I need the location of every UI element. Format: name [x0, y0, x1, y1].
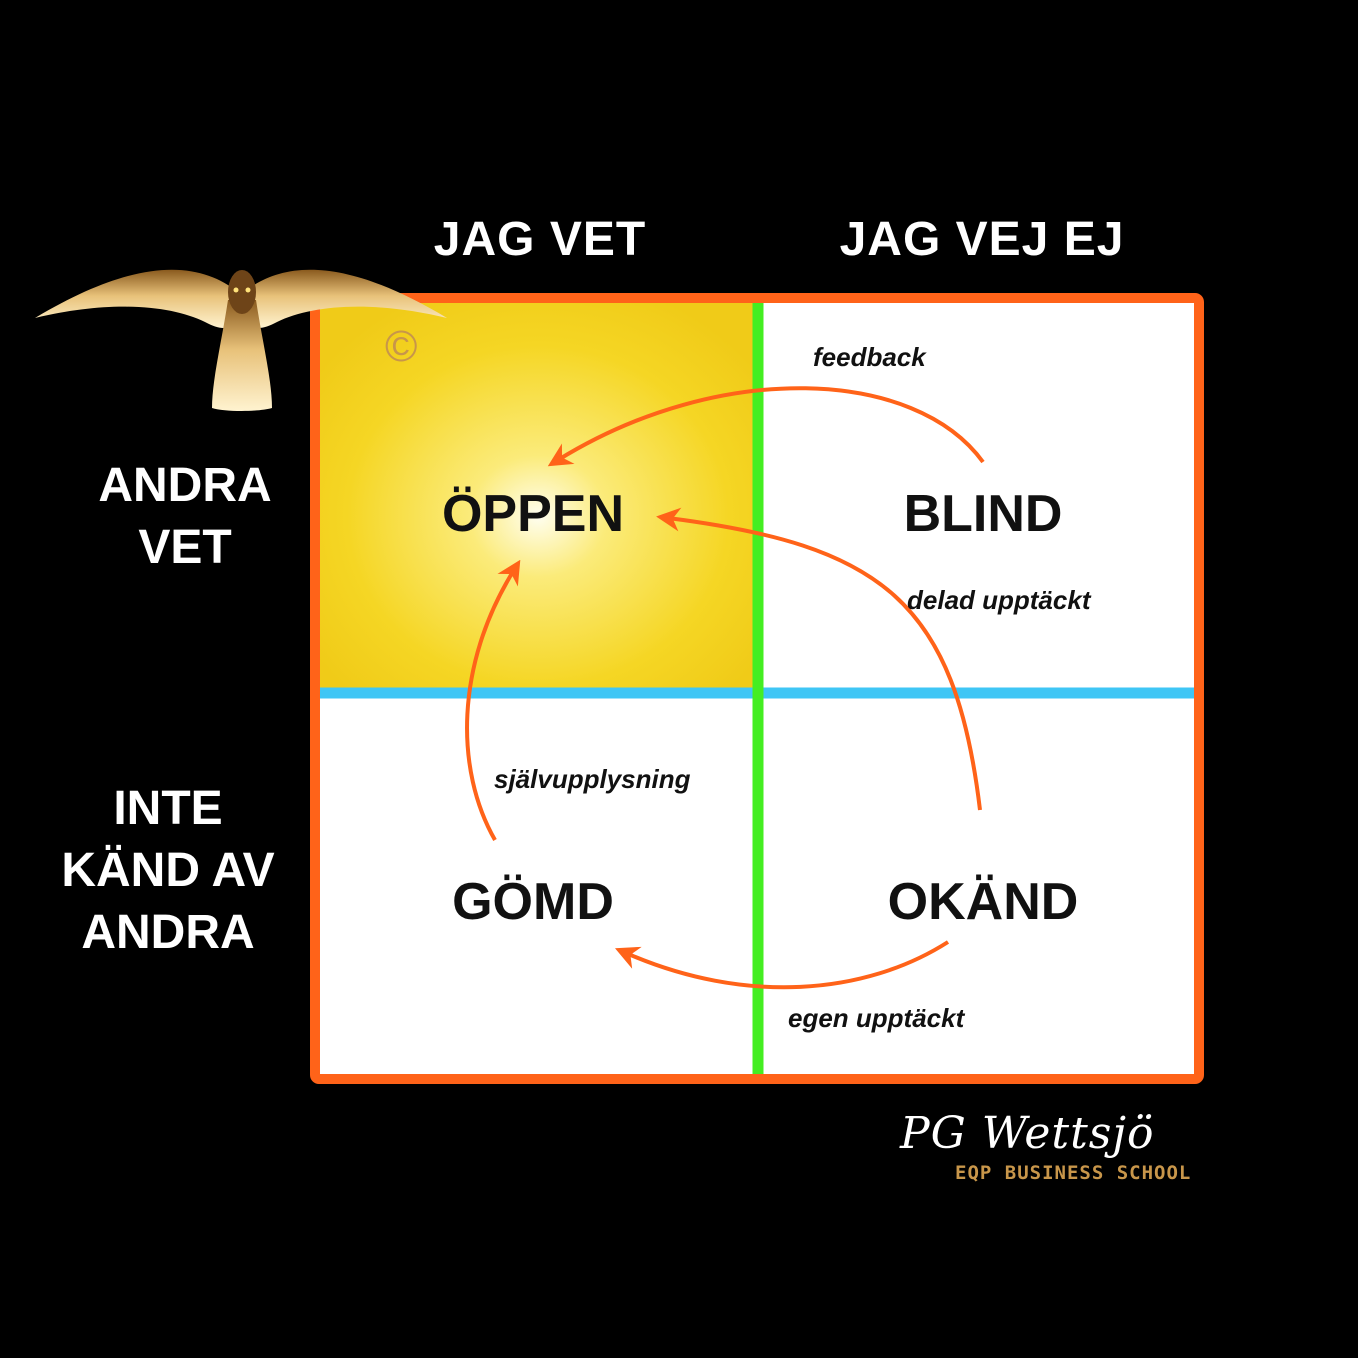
column-header-i-dont-know: JAG VEJ EJ: [839, 213, 1125, 266]
quadrant-open-fill: [318, 300, 758, 693]
label-self-disclosure: självupplysning: [494, 764, 691, 794]
arrow-shared-discovery: [656, 507, 982, 811]
row-header-others-know: ANDRA VET: [60, 455, 310, 579]
column-header-i-know: JAG VET: [433, 213, 647, 266]
row-header-unknown-to-others: INTE KÄND AV ANDRA: [28, 778, 308, 964]
copyright-symbol: ©: [385, 322, 418, 371]
school-name: EQP BUSINESS SCHOOL: [955, 1162, 1192, 1184]
row-header-unknown-line-2: KÄND AV: [61, 844, 275, 897]
arrow-feedback: [547, 386, 985, 467]
quadrant-unknown-fill: [758, 693, 1196, 1076]
quadrant-blind-label: BLIND: [903, 485, 1063, 543]
row-header-unknown-line-3: ANDRA: [81, 906, 255, 959]
label-shared-discovery: delad upptäckt: [907, 585, 1091, 615]
eagle-logo-icon: [35, 269, 447, 411]
window-frame: [310, 293, 1204, 1084]
quadrant-open-label: ÖPPEN: [441, 485, 625, 543]
quadrant-hidden-label: GÖMD: [452, 873, 614, 931]
row-header-others-know-line-1: ANDRA: [98, 459, 272, 512]
quadrant-blind-fill: [758, 300, 1196, 693]
arrow-self-discovery: [615, 940, 950, 990]
arrow-self-disclosure: [465, 559, 521, 841]
label-feedback: feedback: [813, 342, 926, 372]
signature-logo: PG Wettsjö: [900, 1108, 1155, 1159]
row-header-others-know-line-2: VET: [138, 521, 232, 574]
row-header-unknown-line-1: INTE: [113, 782, 223, 835]
quadrant-hidden-fill: [318, 693, 758, 1076]
label-self-discovery: egen upptäckt: [788, 1003, 965, 1033]
quadrant-unknown-label: OKÄND: [887, 873, 1079, 931]
